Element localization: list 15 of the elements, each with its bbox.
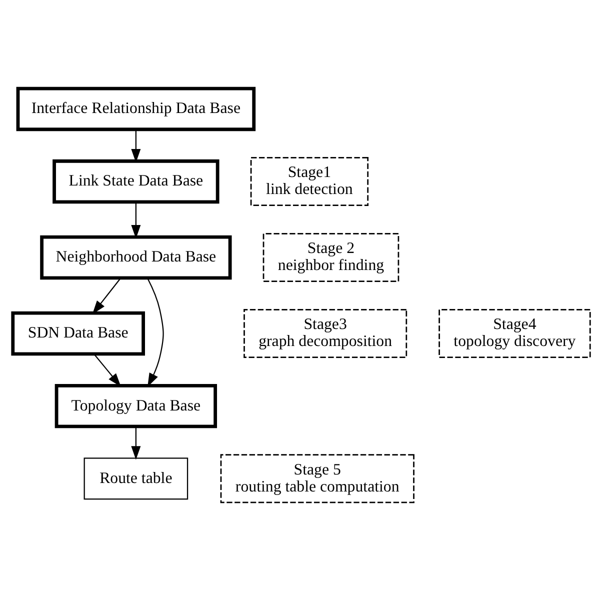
node-box: Topology Data Base bbox=[54, 384, 217, 428]
node-box: SDN Data Base bbox=[11, 311, 145, 356]
arrow bbox=[131, 426, 141, 460]
arrow bbox=[147, 278, 164, 387]
node-box: Stage 5 routing table computation bbox=[220, 454, 414, 504]
node-box: Route table bbox=[84, 458, 188, 500]
node-box: Stage4 topology discovery bbox=[438, 309, 591, 358]
node-box: Link State Data Base bbox=[52, 159, 220, 204]
node-box: Stage1 link detection bbox=[250, 157, 369, 206]
node-box: Interface Relationship Data Base bbox=[16, 86, 256, 132]
arrow bbox=[94, 354, 121, 387]
node-box: Stage3 graph decomposition bbox=[244, 309, 408, 358]
node-box: Neighborhood Data Base bbox=[40, 235, 232, 280]
node-box: Stage 2 neighbor finding bbox=[262, 233, 400, 282]
arrow bbox=[92, 278, 122, 314]
